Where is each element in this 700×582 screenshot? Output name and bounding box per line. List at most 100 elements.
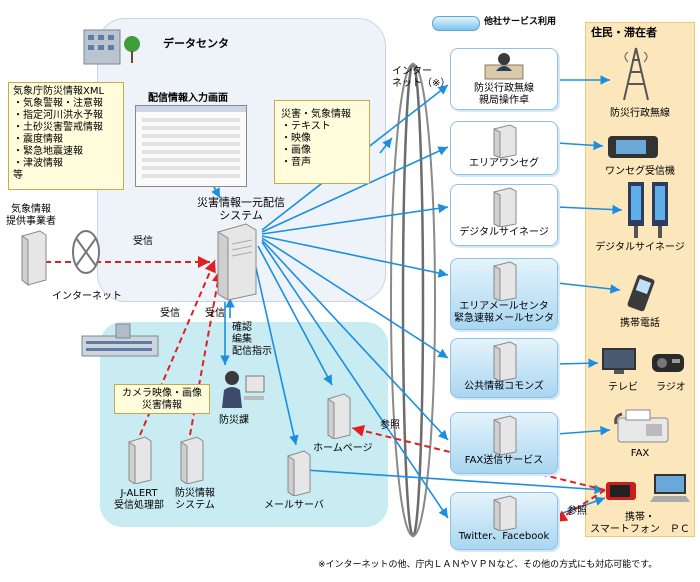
jalert-label: J-ALERT 受信処理部 bbox=[104, 488, 174, 512]
device-label: 防災行政無線 bbox=[610, 108, 670, 119]
xml-item: ・震度情報 bbox=[13, 134, 63, 145]
confirm-line: 配信指示 bbox=[232, 346, 272, 357]
jma-xml-box: 気象庁防災情報XML ・気象警報・注意報 ・指定河川洪水予報 ・土砂災害警戒情報… bbox=[8, 82, 124, 190]
service-area-mail: エリアメールセンタ 緊急速報メールセンタ bbox=[450, 258, 558, 330]
server-icon bbox=[493, 415, 517, 455]
office-building-icon bbox=[81, 323, 159, 357]
confirm-line: 編集 bbox=[232, 334, 252, 345]
bosai-system-line2: システム bbox=[175, 500, 215, 511]
disaster-info-item: ・画像 bbox=[281, 145, 311, 156]
mailserver-label: メールサーバ bbox=[264, 500, 324, 511]
camera-line1: カメラ映像・画像 bbox=[122, 388, 202, 399]
xml-title: 気象庁防災情報XML bbox=[13, 86, 105, 97]
disaster-info-box: 災害・気象情報 ・テキスト ・映像 ・画像 ・音声 bbox=[274, 100, 370, 184]
internet-center-label: インター ネット（※） bbox=[392, 66, 450, 90]
smartphone-icon bbox=[606, 482, 636, 500]
ref-label-1: 参照 bbox=[380, 420, 400, 431]
input-screen-label: 配信情報入力画面 bbox=[148, 93, 228, 104]
camera-info-box: カメラ映像・画像 災害情報 bbox=[114, 384, 210, 414]
footnote: ※インターネットの他、庁内ＬＡＮやＶＰＮなど、その他の方式にも対応可能です。 bbox=[318, 560, 658, 570]
disaster-info-item: ・音声 bbox=[281, 157, 311, 168]
provider-line2: 提供事業者 bbox=[6, 216, 56, 227]
datacenter-label: データセンタ bbox=[163, 37, 229, 50]
homepage-label: ホームページ bbox=[313, 443, 373, 454]
service-label: 公共情報コモンズ bbox=[464, 381, 544, 392]
radio-console-icon bbox=[484, 53, 524, 80]
central-system-label: 災害情報一元配信 システム bbox=[186, 196, 296, 222]
internet-center-line1: インター bbox=[392, 66, 432, 77]
device-label: 携帯電話 bbox=[620, 318, 660, 329]
jalert-line1: J-ALERT bbox=[120, 488, 158, 499]
service-public-commons: 公共情報コモンズ bbox=[450, 338, 558, 398]
ref-label-2: 参照 bbox=[567, 506, 587, 517]
tv-icon bbox=[602, 348, 636, 374]
oneseg-receiver-icon bbox=[608, 136, 658, 158]
camera-line2: 災害情報 bbox=[142, 400, 182, 411]
service-label: デジタルサイネージ bbox=[459, 227, 549, 238]
device-label-tv: テレビ bbox=[608, 382, 638, 393]
service-fax: FAX送信サービス bbox=[450, 412, 558, 474]
provider-server-icon bbox=[21, 230, 47, 286]
server-icon bbox=[493, 124, 517, 158]
mail-server-icon bbox=[287, 450, 311, 496]
device-label-pc: 携帯・ スマートフォン ＰＣ bbox=[588, 512, 692, 536]
service-label: エリアメールセンタ bbox=[459, 301, 549, 312]
internet-left-label: インターネット bbox=[52, 291, 122, 302]
receive-label-3: 受信 bbox=[205, 308, 225, 319]
service-label: 防災行政無線 bbox=[474, 83, 534, 94]
fax-icon bbox=[614, 409, 669, 443]
service-digital-signage: デジタルサイネージ bbox=[450, 184, 558, 246]
xml-item: ・気象警報・注意報 bbox=[13, 98, 103, 109]
operator-person-icon bbox=[222, 371, 265, 408]
receive-label-2: 受信 bbox=[160, 308, 180, 319]
radio-tower-icon bbox=[623, 47, 649, 101]
legend-label: 他社サービス利用 bbox=[484, 17, 557, 27]
server-icon bbox=[493, 187, 517, 227]
central-system-line2: システム bbox=[219, 209, 263, 222]
resident-title: 住民・滞在者 bbox=[591, 26, 657, 39]
device-label-radio: ラジオ bbox=[656, 382, 686, 393]
xml-item: ・土砂災害警戒情報 bbox=[13, 122, 103, 133]
service-label: 親局操作卓 bbox=[479, 95, 529, 106]
disaster-info-item: ・映像 bbox=[281, 133, 311, 144]
server-icon bbox=[493, 341, 517, 381]
xml-item: ・緊急地震速報 bbox=[13, 146, 83, 157]
server-icon bbox=[493, 261, 517, 301]
xml-item: ・指定河川洪水予報 bbox=[13, 110, 103, 121]
pc-line1: 携帯・ bbox=[625, 512, 655, 523]
input-screen-thumbnail bbox=[135, 105, 247, 187]
bosai-system-line1: 防災情報 bbox=[175, 488, 215, 499]
receive-label-1: 受信 bbox=[133, 236, 153, 247]
disaster-info-item: ・テキスト bbox=[281, 121, 331, 132]
device-label: FAX bbox=[630, 448, 650, 459]
signage-icon bbox=[628, 182, 668, 238]
central-system-line1: 災害情報一元配信 bbox=[197, 196, 285, 209]
service-label: 緊急速報メールセンタ bbox=[454, 313, 554, 324]
bosai-system-label: 防災情報 システム bbox=[160, 488, 230, 512]
device-label: デジタルサイネージ bbox=[595, 242, 685, 253]
central-server-icon bbox=[217, 223, 257, 300]
service-label: FAX送信サービス bbox=[464, 455, 544, 466]
jalert-line2: 受信処理部 bbox=[114, 500, 164, 511]
service-label: Twitter、Facebook bbox=[458, 531, 550, 542]
internet-center-line2: ネット（※） bbox=[392, 78, 451, 89]
xml-item: ・津波情報 bbox=[13, 158, 63, 169]
pc-line2: スマートフォン ＰＣ bbox=[590, 524, 690, 535]
service-sns: Twitter、Facebook bbox=[450, 492, 558, 550]
service-bosai-radio: 防災行政無線 親局操作卓 bbox=[450, 48, 558, 110]
internet-left-icon bbox=[72, 230, 100, 274]
mobile-phone-icon bbox=[627, 274, 655, 312]
provider-label: 気象情報 提供事業者 bbox=[0, 204, 62, 228]
distribution-arrows bbox=[251, 84, 449, 519]
legend-swatch bbox=[432, 16, 480, 31]
xml-etc: 等 bbox=[13, 170, 23, 181]
service-label: エリアワンセグ bbox=[469, 158, 539, 169]
bosai-system-server-icon bbox=[180, 436, 204, 484]
building-icon bbox=[83, 29, 140, 65]
jalert-server-icon bbox=[128, 436, 152, 484]
confirm-edit-label: 確認 編集 配信指示 bbox=[232, 322, 272, 358]
bosai-label: 防災課 bbox=[219, 415, 249, 426]
provider-line1: 気象情報 bbox=[11, 204, 51, 215]
device-label: ワンセグ受信機 bbox=[605, 166, 675, 177]
